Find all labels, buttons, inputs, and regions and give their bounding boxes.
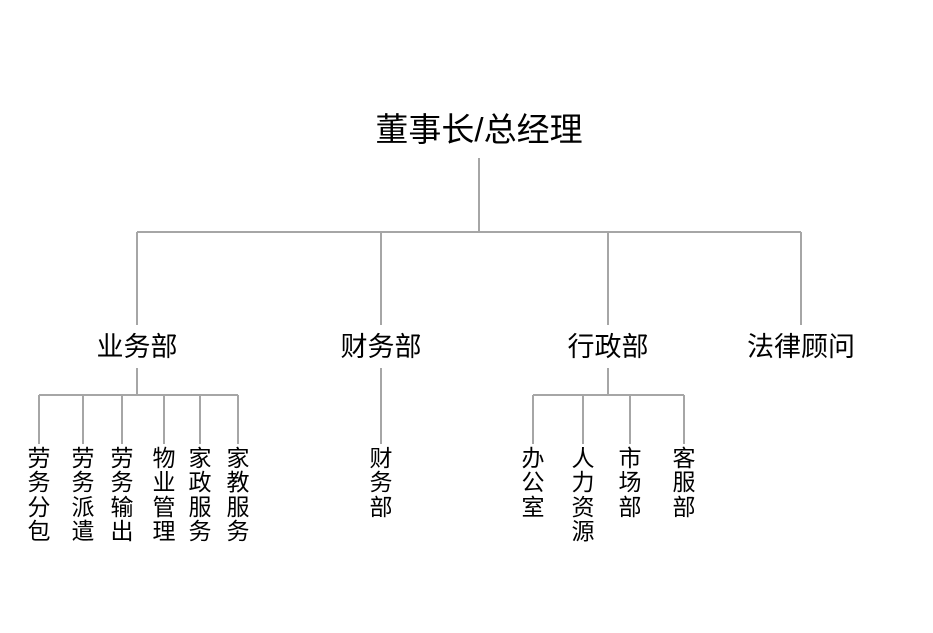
department-node-dept-business[interactable]: 业务部 [96, 332, 178, 362]
leaf-node-sub-marketing[interactable]: 市场部 [618, 446, 642, 519]
department-node-dept-legal-counsel[interactable]: 法律顾问 [747, 332, 855, 362]
leaf-node-sub-labor-subcontract[interactable]: 劳务分包 [27, 446, 51, 543]
level2-single-stem-line [380, 368, 382, 444]
leaf-label-char: 务 [27, 469, 51, 496]
leaf-label-char: 派 [71, 493, 95, 520]
leaf-label-char: 家 [226, 445, 250, 471]
leaf-label-char: 务 [110, 469, 134, 496]
leaf-label-char: 务 [188, 517, 212, 544]
leaf-label-char: 务 [71, 469, 95, 496]
level2-drop-line [121, 395, 123, 444]
leaf-label-char: 劳 [27, 445, 51, 471]
leaf-label-char: 服 [672, 469, 696, 496]
leaf-label-char: 教 [226, 469, 250, 496]
leaf-label-char: 办 [521, 445, 545, 471]
level1-bus-line [137, 231, 801, 233]
leaf-node-sub-customer-service[interactable]: 客服部 [672, 446, 696, 519]
leaf-label-char: 业 [152, 469, 176, 496]
leaf-label-char: 服 [226, 493, 250, 520]
level2-drop-line [237, 395, 239, 444]
leaf-node-sub-labor-dispatch[interactable]: 劳务派遣 [71, 446, 95, 543]
leaf-label-char: 出 [110, 517, 134, 544]
leaf-label-char: 政 [188, 469, 212, 496]
level2-bus-line [533, 394, 684, 396]
level2-drop-line [582, 395, 584, 444]
leaf-label-char: 部 [369, 493, 393, 520]
leaf-label-char: 物 [152, 445, 176, 471]
level2-bus-line [39, 394, 238, 396]
leaf-label-char: 客 [672, 445, 696, 471]
department-stem-line [136, 368, 138, 395]
department-node-dept-administration[interactable]: 行政部 [567, 332, 649, 362]
leaf-label-char: 管 [152, 493, 176, 520]
department-node-dept-finance[interactable]: 财务部 [340, 332, 422, 362]
leaf-label-char: 包 [27, 517, 51, 544]
leaf-label-char: 理 [152, 517, 176, 544]
leaf-node-sub-finance[interactable]: 财务部 [369, 446, 393, 519]
leaf-node-sub-housekeeping-service[interactable]: 家政服务 [188, 446, 212, 543]
level1-drop-line [800, 232, 802, 325]
leaf-label-char: 劳 [110, 445, 134, 471]
root-node-label: 董事长/总经理 [375, 111, 583, 148]
level2-drop-line [38, 395, 40, 444]
leaf-label-char: 人 [571, 445, 595, 471]
level2-drop-line [683, 395, 685, 444]
level2-drop-line [532, 395, 534, 444]
leaf-label-char: 室 [521, 493, 545, 520]
root-stem-line [478, 158, 480, 232]
level2-drop-line [82, 395, 84, 444]
leaf-label-char: 务 [369, 469, 393, 496]
leaf-node-sub-office[interactable]: 办公室 [521, 446, 545, 519]
level2-drop-line [629, 395, 631, 444]
leaf-node-sub-property-management[interactable]: 物业管理 [152, 446, 176, 543]
leaf-label-char: 部 [672, 493, 696, 520]
leaf-label-char: 财 [369, 445, 393, 471]
leaf-label-char: 资 [571, 493, 595, 520]
leaf-label-char: 输 [110, 493, 134, 520]
leaf-label-char: 分 [27, 493, 51, 520]
leaf-node-sub-human-resources[interactable]: 人力资源 [571, 446, 595, 543]
leaf-label-char: 力 [571, 469, 595, 496]
leaf-label-char: 部 [618, 493, 642, 520]
leaf-label-char: 劳 [71, 445, 95, 471]
leaf-label-char: 源 [571, 517, 595, 544]
leaf-label-char: 公 [521, 469, 545, 496]
leaf-label-char: 遣 [71, 517, 95, 544]
leaf-label-char: 家 [188, 445, 212, 471]
level1-drop-line [136, 232, 138, 325]
leaf-node-sub-tutoring-service[interactable]: 家教服务 [226, 446, 250, 543]
leaf-label-char: 市 [618, 445, 642, 471]
leaf-label-char: 服 [188, 493, 212, 520]
leaf-node-sub-labor-export[interactable]: 劳务输出 [110, 446, 134, 543]
leaf-label-char: 务 [226, 517, 250, 544]
department-stem-line [607, 368, 609, 395]
level1-drop-line [607, 232, 609, 325]
level1-drop-line [380, 232, 382, 325]
level2-drop-line [163, 395, 165, 444]
leaf-label-char: 场 [618, 469, 642, 496]
level2-drop-line [199, 395, 201, 444]
